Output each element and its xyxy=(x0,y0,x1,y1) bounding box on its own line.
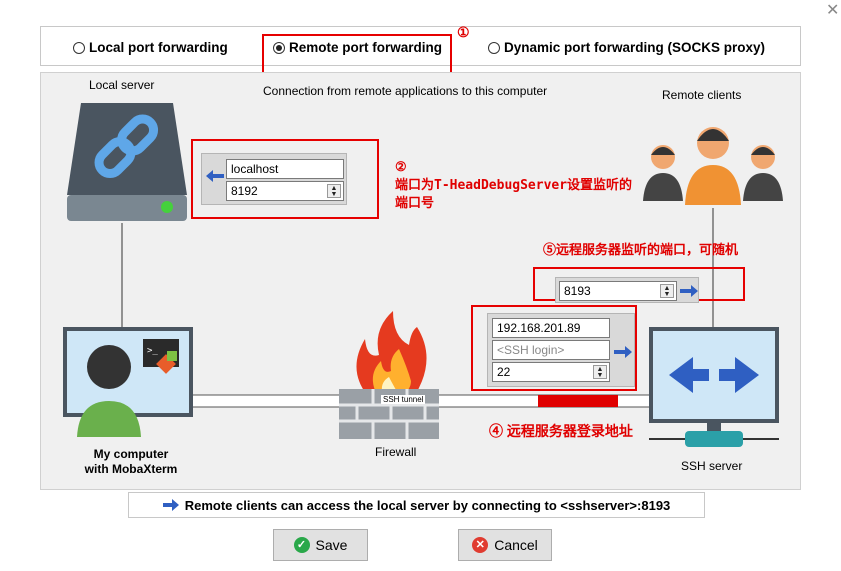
remote-port-value: 8193 xyxy=(564,284,591,298)
server-icon xyxy=(67,103,187,221)
radio-remote-port-forwarding[interactable]: Remote port forwarding xyxy=(273,40,442,55)
ssh-host-field[interactable]: 192.168.201.89 xyxy=(492,318,610,338)
local-host-field[interactable]: localhost xyxy=(226,159,344,179)
remote-port-panel: 8193 ▲▼ xyxy=(555,277,699,303)
arrow-right-icon xyxy=(162,499,179,511)
ssh-server-panel: 192.168.201.89 <SSH login> 22 ▲▼ xyxy=(487,313,635,387)
local-server-label: Local server xyxy=(89,78,155,92)
annotation-box-2 xyxy=(191,139,379,219)
ssh-port-stepper[interactable]: 22 ▲▼ xyxy=(492,362,610,382)
remote-clients-icon xyxy=(643,127,783,205)
arrow-right-icon xyxy=(614,346,632,358)
spin-buttons[interactable]: ▲▼ xyxy=(327,184,341,198)
radio-dynamic-port-forwarding[interactable]: Dynamic port forwarding (SOCKS proxy) xyxy=(488,40,765,55)
firewall-icon xyxy=(339,311,439,439)
annotation-5: ⑤远程服务器监听的端口，可随机 xyxy=(543,242,739,257)
arrow-right-icon xyxy=(680,285,698,297)
annotation-box-1 xyxy=(262,34,452,76)
check-icon: ✓ xyxy=(293,537,310,553)
status-bar: Remote clients can access the local serv… xyxy=(128,492,705,518)
ssh-tunnel-label: SSH tunnel xyxy=(381,395,426,404)
close-icon[interactable]: ✕ xyxy=(826,2,840,19)
svg-text:>_: >_ xyxy=(147,346,158,356)
ssh-port-value: 22 xyxy=(497,365,511,379)
my-computer-label-line1: My computer xyxy=(93,447,169,461)
my-computer-label-line2: with MobaXterm xyxy=(84,462,178,476)
save-button-label: Save xyxy=(315,537,348,553)
status-text: Remote clients can access the local serv… xyxy=(184,497,671,513)
ssh-server-label: SSH server xyxy=(681,459,743,473)
radio-indicator xyxy=(73,41,85,54)
annotation-1: ① xyxy=(457,24,470,40)
annotation-4: ④ 远程服务器登录地址 xyxy=(489,423,633,439)
firewall-label: Firewall xyxy=(375,445,417,459)
cancel-icon: ✕ xyxy=(472,537,489,553)
annotation-2: ② 端口为T-HeadDebugServer设置监听的端口号 xyxy=(395,159,643,213)
spin-buttons[interactable]: ▲▼ xyxy=(660,284,674,298)
radio-local-port-forwarding[interactable]: Local port forwarding xyxy=(73,40,228,55)
ssh-server-icon xyxy=(649,327,779,447)
arrow-left-icon xyxy=(206,170,224,182)
annotation-box-4 xyxy=(471,305,637,391)
save-button[interactable]: ✓ Save xyxy=(273,529,368,561)
local-target-panel: localhost 8192 ▲▼ xyxy=(201,153,347,205)
radio-label: Remote port forwarding xyxy=(289,40,443,55)
remote-port-stepper[interactable]: 8193 ▲▼ xyxy=(559,281,677,301)
cancel-button-label: Cancel xyxy=(494,537,538,553)
cancel-button[interactable]: ✕ Cancel xyxy=(458,529,552,561)
radio-indicator xyxy=(488,41,500,54)
spin-buttons[interactable]: ▲▼ xyxy=(593,365,607,379)
diagram-caption: Connection from remote applications to t… xyxy=(263,84,548,98)
my-computer-label: My computer with MobaXterm xyxy=(71,447,191,477)
radio-label: Dynamic port forwarding (SOCKS proxy) xyxy=(504,40,766,55)
ssh-login-field[interactable]: <SSH login> xyxy=(492,340,610,360)
radio-indicator-selected xyxy=(273,41,285,54)
annotation-2-text: 端口为T-HeadDebugServer设置监听的端口号 xyxy=(395,178,633,211)
forwarding-mode-bar: Local port forwarding Remote port forwar… xyxy=(40,26,801,66)
remote-clients-label: Remote clients xyxy=(662,88,742,102)
annotation-2-number: ② xyxy=(395,160,407,175)
local-port-stepper[interactable]: 8192 ▲▼ xyxy=(226,181,344,201)
forwarding-diagram: Local server Connection from remote appl… xyxy=(40,72,801,490)
radio-label: Local port forwarding xyxy=(89,40,228,55)
local-port-value: 8192 xyxy=(231,184,258,198)
my-computer-icon: >_ xyxy=(63,327,193,437)
